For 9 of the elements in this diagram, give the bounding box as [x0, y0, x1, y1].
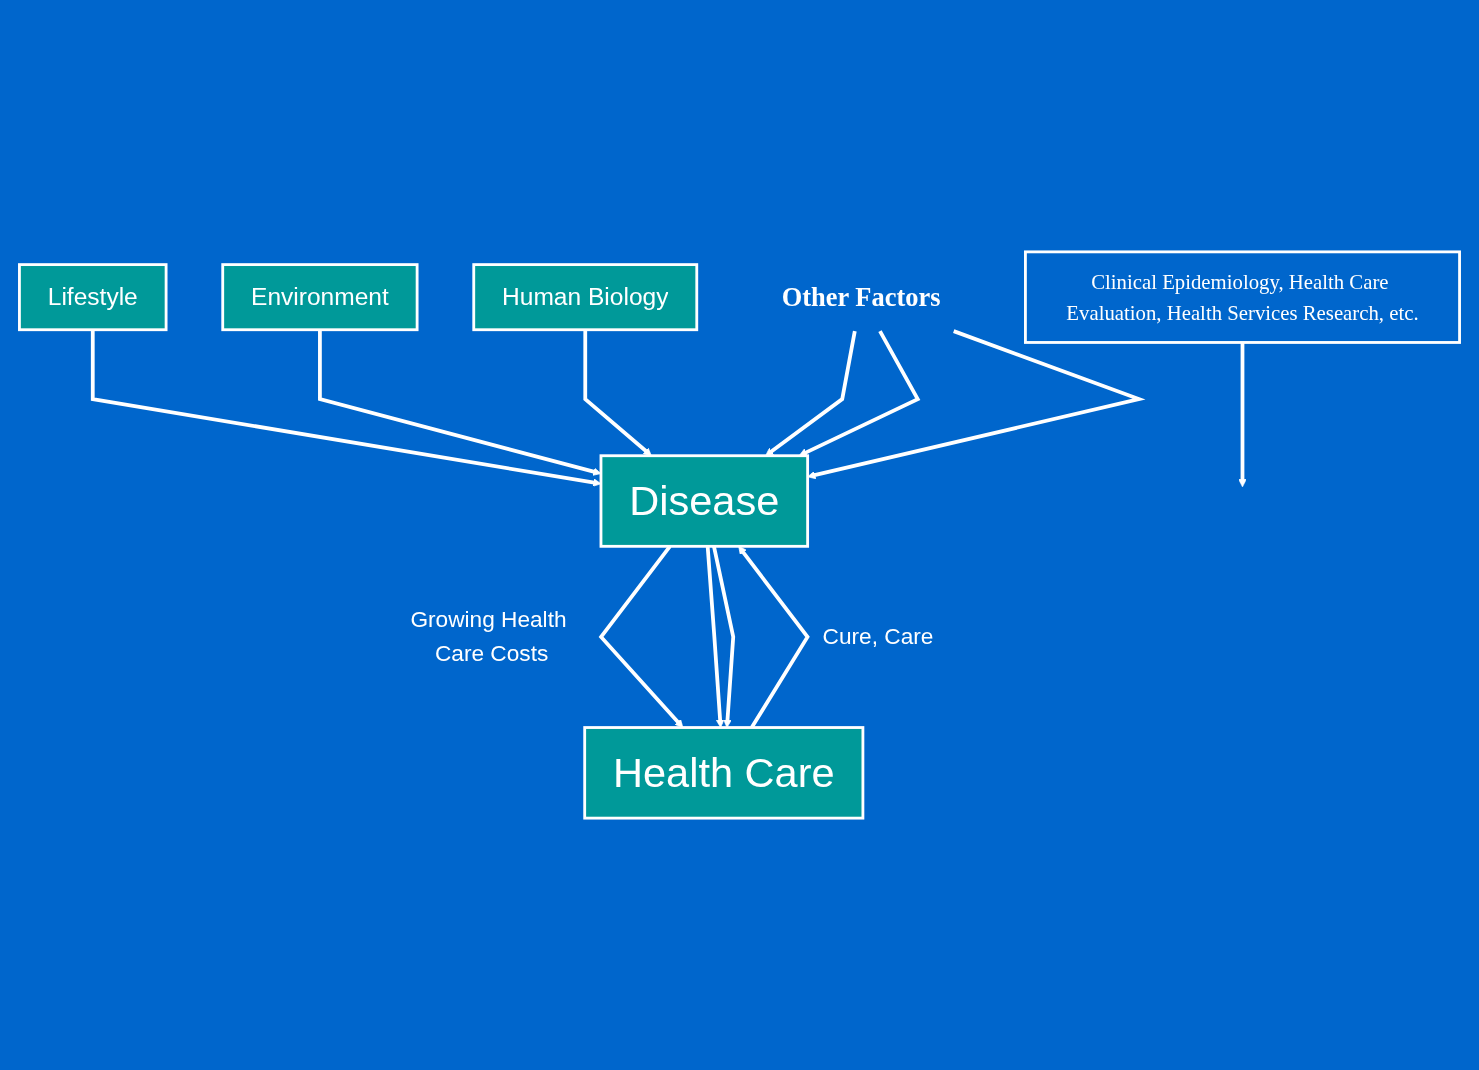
edge-label: Cure, Care: [822, 622, 934, 652]
process-box: Health Care: [583, 726, 865, 820]
text-label: Other Factors: [781, 282, 941, 312]
process-box: Human Biology: [472, 263, 699, 332]
process-box: Lifestyle: [18, 263, 168, 332]
note-box: Clinical Epidemiology, Health Care Evaluation, Health Services Research, etc.: [1024, 250, 1461, 344]
process-box: Disease: [599, 454, 810, 548]
process-box: Environment: [221, 263, 419, 332]
edge-label: Growing Health Care Costs: [409, 605, 568, 669]
